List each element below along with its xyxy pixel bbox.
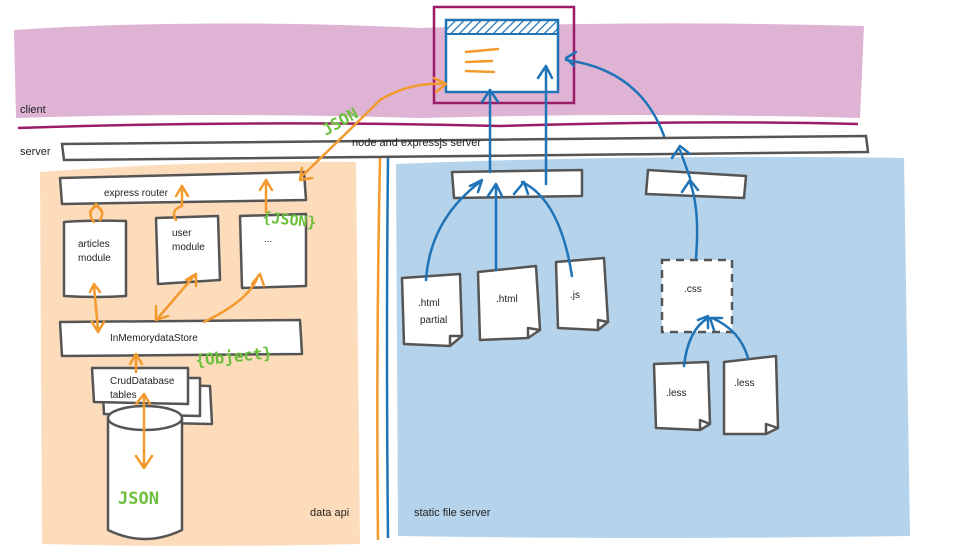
- less-file-2-label: .less: [734, 378, 755, 389]
- static-router-box: [450, 168, 584, 200]
- blue-arrows: [424, 50, 750, 368]
- js-arrow: [512, 180, 574, 278]
- inmemory-store-box: [58, 318, 304, 358]
- less-router-box: [644, 168, 748, 200]
- browser-window: [432, 5, 576, 105]
- other-store-arrow: [202, 272, 266, 324]
- articles-module-box: [62, 219, 128, 299]
- crud-database-label: CrudDatabase: [110, 376, 175, 387]
- other-module-box: [238, 212, 308, 290]
- less-file-1: [652, 360, 712, 432]
- static-file-zone: [396, 156, 910, 538]
- inmemory-store-label: InMemorydataStore: [110, 333, 198, 344]
- crud-database-stack: [90, 366, 214, 426]
- html-arrow: [486, 182, 504, 272]
- router-articles-arrow: [88, 202, 104, 224]
- js-file-label: .js: [570, 290, 580, 301]
- router-to-browser-arrow: [298, 76, 448, 182]
- css-file-dashed: [660, 258, 734, 334]
- json-annotation-mid: {JSON}: [262, 208, 318, 232]
- articles-store-arrow: [88, 282, 106, 334]
- user-store-arrow: [154, 272, 198, 322]
- less-file-2: [722, 354, 780, 436]
- browser-content-lines: [464, 47, 500, 74]
- html-partial-file: [400, 272, 464, 348]
- html-file: [476, 264, 542, 342]
- client-divider: [17, 121, 859, 130]
- router-user-arrow: [172, 184, 190, 222]
- browser-title-bar: [445, 19, 559, 35]
- html-partial-label: .html: [418, 298, 440, 309]
- static-to-browser-arrow-2: [536, 64, 554, 186]
- server-zone-label: server: [20, 146, 51, 158]
- less-router-up-arrow: [670, 144, 692, 180]
- store-crud-arrow: [128, 352, 144, 374]
- other-module-label: ...: [264, 234, 272, 245]
- user-module-label-2: module: [172, 242, 205, 253]
- data-api-label: data api: [310, 507, 349, 519]
- articles-module-label-2: module: [78, 253, 111, 264]
- server-bar-label: node and expressjs server: [352, 137, 481, 149]
- crud-database-label-2: tables: [110, 390, 137, 401]
- css-file-label: .css: [684, 284, 702, 295]
- articles-module-label: articles: [78, 239, 110, 250]
- static-server-separator: [385, 155, 390, 539]
- orange-arrows: [88, 76, 448, 470]
- html-file-label: .html: [496, 294, 518, 305]
- server-bar: [60, 134, 870, 162]
- crud-json-arrow: [134, 392, 154, 470]
- express-router-label: express router: [104, 188, 169, 199]
- client-zone: [14, 23, 864, 118]
- user-module-label: user: [172, 228, 192, 239]
- css-up-arrow: [680, 178, 700, 260]
- static-file-server-label: static file server: [414, 507, 491, 519]
- router-other-arrow: [258, 178, 274, 214]
- json-annotation-bottom: JSON: [118, 489, 159, 509]
- js-file: [554, 256, 610, 332]
- data-api-separator: [376, 157, 382, 541]
- client-zone-label: client: [20, 104, 46, 116]
- user-module-box: [154, 214, 222, 286]
- html-partial-label-2: partial: [420, 315, 447, 326]
- less-1-arrow: [682, 314, 710, 368]
- html-partial-arrow: [424, 178, 484, 282]
- less-2-arrow: [708, 316, 750, 360]
- css-to-browser-arrow: [564, 50, 666, 138]
- static-to-browser-arrow-1: [480, 88, 500, 174]
- less-file-1-label: .less: [666, 388, 687, 399]
